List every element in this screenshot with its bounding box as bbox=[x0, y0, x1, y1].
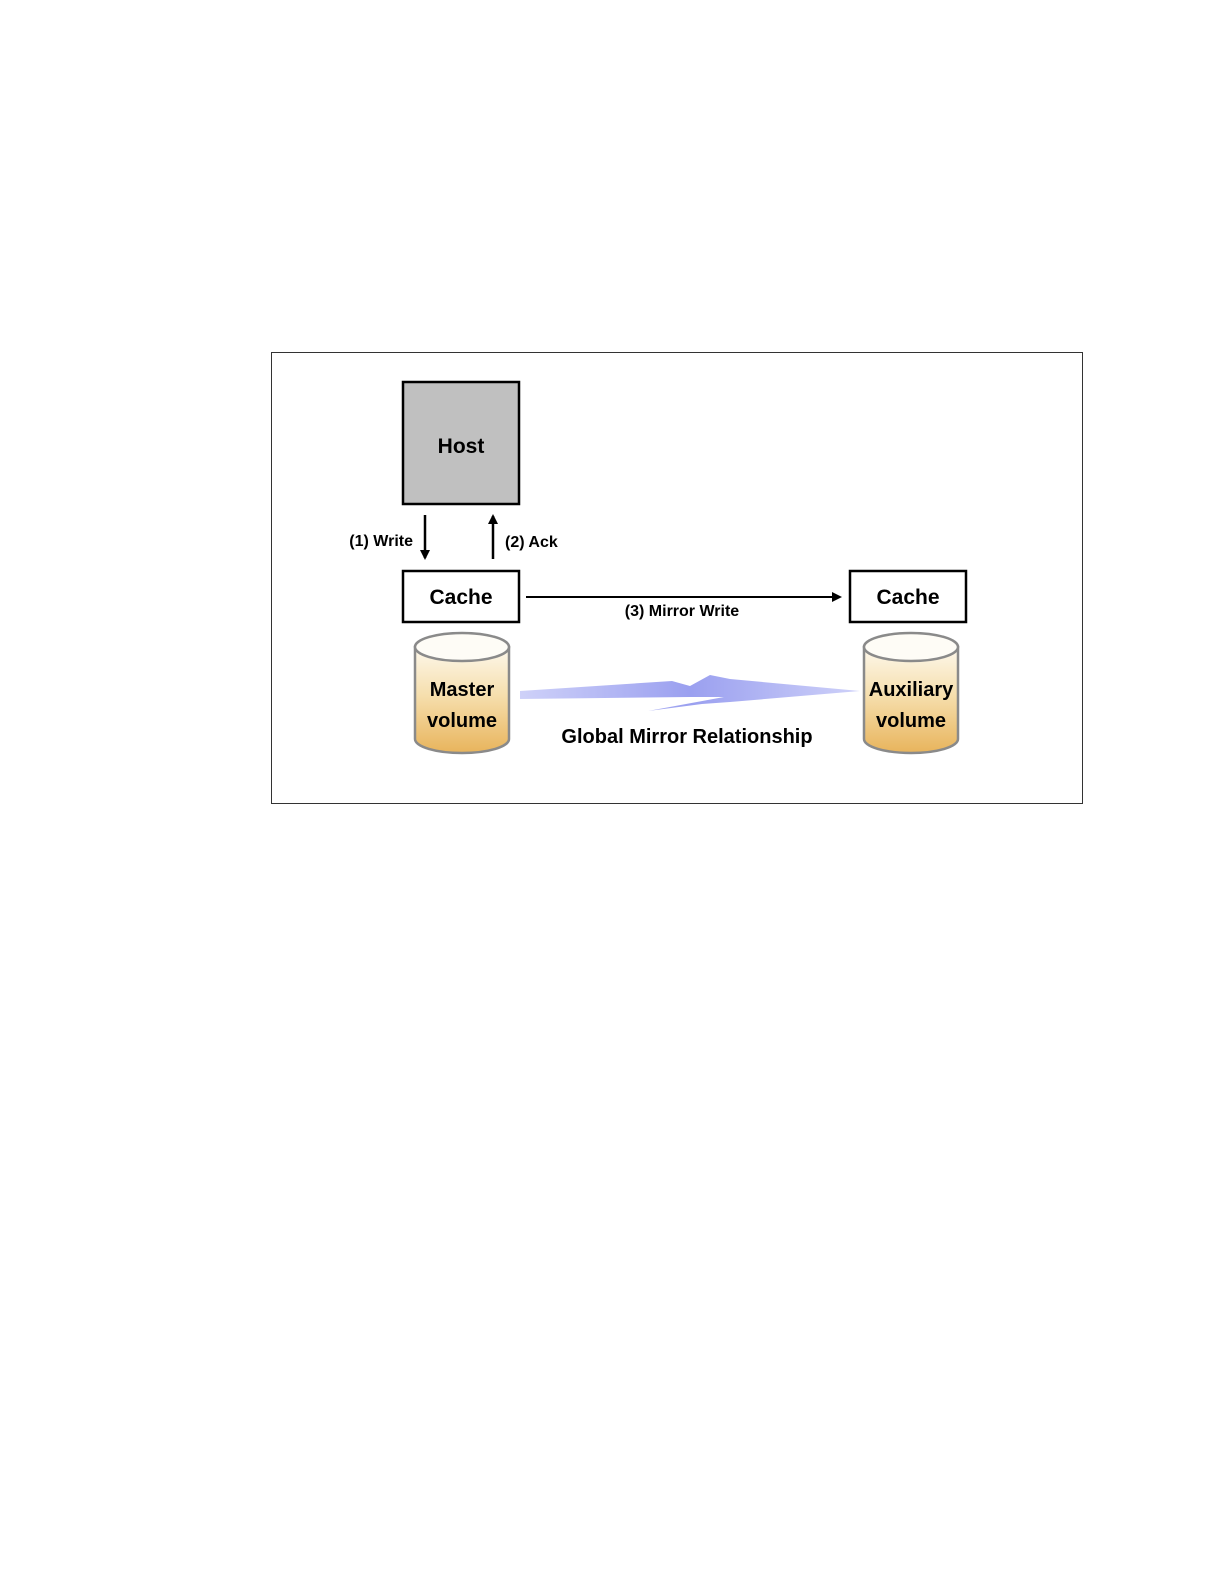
master-volume-label-line2: volume bbox=[427, 710, 497, 732]
master-volume-label-line1: Master bbox=[430, 679, 495, 701]
secondary-cache-label: Cache bbox=[876, 586, 939, 609]
relationship-label: Global Mirror Relationship bbox=[561, 726, 812, 748]
master-volume-node: Master volume bbox=[415, 633, 509, 753]
auxiliary-volume-top bbox=[864, 633, 958, 661]
write-label: (1) Write bbox=[349, 533, 413, 550]
auxiliary-volume-label-line1: Auxiliary bbox=[869, 679, 954, 701]
auxiliary-volume-node: Auxiliary volume bbox=[864, 633, 958, 753]
primary-cache-label: Cache bbox=[429, 586, 492, 609]
primary-cache-node: Cache bbox=[403, 571, 519, 622]
master-volume-top bbox=[415, 633, 509, 661]
diagram-frame: Host (1) Write (2) Ack Cache (3) Mirror … bbox=[271, 352, 1083, 804]
host-label: Host bbox=[438, 435, 485, 458]
secondary-cache-node: Cache bbox=[850, 571, 966, 622]
ack-label: (2) Ack bbox=[505, 534, 558, 551]
relationship-lightning-icon bbox=[520, 675, 860, 711]
diagram-canvas: Host (1) Write (2) Ack Cache (3) Mirror … bbox=[272, 353, 1084, 805]
mirror-write-label: (3) Mirror Write bbox=[625, 603, 739, 620]
auxiliary-volume-label-line2: volume bbox=[876, 710, 946, 732]
host-node: Host bbox=[403, 382, 519, 504]
